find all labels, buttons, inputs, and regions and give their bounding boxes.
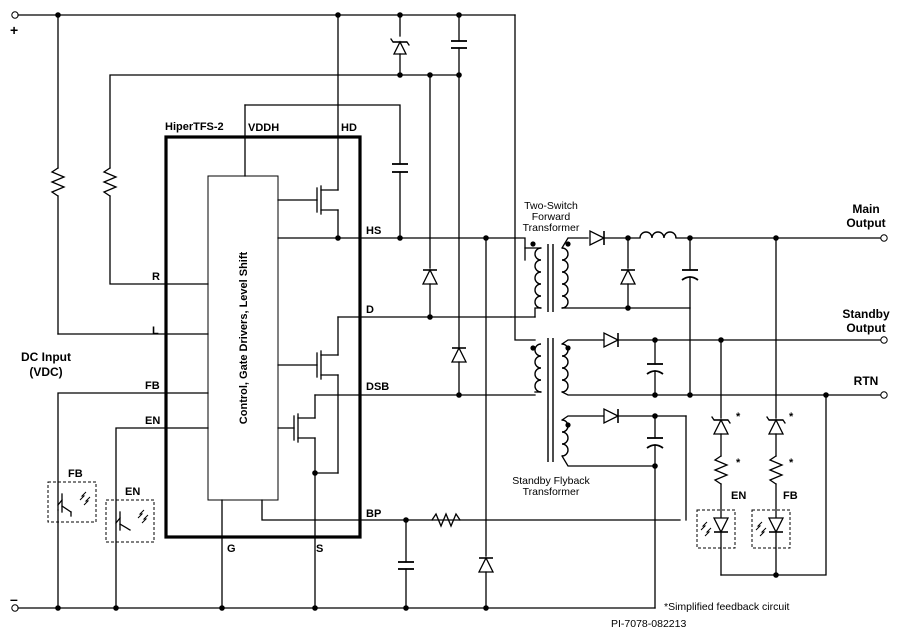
feedback-return [720, 394, 827, 576]
main-output-terminal[interactable] [880, 234, 888, 242]
fwd-xfmr-label-2: Forward [532, 211, 571, 223]
fb-opto-transistor [47, 392, 209, 609]
standby-rectifier-diode [561, 331, 881, 349]
standby-mosfet [277, 394, 339, 609]
main-rectifier-diode [561, 229, 641, 249]
en-opto-label: EN [125, 486, 140, 498]
pin-fb: FB [145, 380, 160, 392]
control-block-label: Control, Gate Drivers, Level Shift [238, 251, 250, 424]
fb-secondary-label: FB [783, 490, 798, 502]
pin-dsb: DSB [366, 381, 389, 393]
pin-s: S [316, 543, 323, 555]
fwd-xfmr-label-3: Transformer [523, 222, 580, 234]
dc-input-label: DC Input [21, 350, 71, 364]
main-output-sublabel: Output [846, 216, 885, 230]
bias-capacitor [561, 415, 664, 609]
input-plus-label: + [10, 22, 18, 38]
control-block [207, 175, 279, 501]
en-opto-led [696, 509, 736, 576]
junction-dots [55, 12, 829, 611]
vddh-capacitor [244, 104, 408, 239]
dc-input-sublabel: (VDC) [29, 365, 62, 379]
pin-r: R [152, 271, 160, 283]
pin-bp: BP [366, 508, 381, 520]
low-side-mosfet [277, 316, 339, 474]
hipertfs2-ic [164, 135, 362, 539]
standby-output-capacitor [646, 339, 664, 396]
main-freewheel-diode [619, 237, 637, 309]
pin-hd: HD [341, 122, 357, 134]
standby-output-sublabel: Output [846, 321, 885, 335]
main-output-capacitor [681, 237, 699, 396]
en-zener-asterisk: * [736, 411, 741, 423]
hs-clamp-diode [421, 74, 439, 318]
footnote: *Simplified feedback circuit [664, 601, 790, 613]
fb-feedback-zener [766, 237, 786, 519]
bp-resistor [431, 512, 461, 528]
flyback-xfmr-label-2: Transformer [523, 486, 580, 498]
main-output-inductor [639, 231, 881, 239]
pin-d: D [366, 304, 374, 316]
standby-flyback-transformer [530, 338, 571, 462]
standby-output-label: Standby [842, 307, 890, 321]
high-side-mosfet [277, 14, 339, 239]
dsb-clamp-diode [450, 346, 468, 396]
rtn-terminal[interactable] [880, 391, 888, 399]
pin-hs: HS [366, 225, 381, 237]
bias-rectifier-diode [561, 407, 687, 521]
fb-resistor-asterisk: * [789, 457, 794, 469]
l-pin-resistor [50, 14, 209, 335]
pin-vddh: VDDH [248, 122, 279, 134]
en-secondary-label: EN [731, 490, 746, 502]
en-opto-transistor [105, 427, 209, 609]
main-output-label: Main [852, 202, 879, 216]
rtn-label: RTN [854, 374, 879, 388]
pin-l: L [152, 325, 159, 337]
input-minus-label: – [10, 591, 18, 607]
fb-opto-led [751, 509, 791, 576]
forward-transformer [524, 241, 571, 318]
part-number: PI-7078-082213 [611, 618, 686, 630]
flyback-primary-top [514, 14, 536, 341]
fwd-primary-top [399, 237, 526, 261]
standby-output-terminal[interactable] [880, 336, 888, 344]
pin-en: EN [145, 415, 160, 427]
en-resistor-asterisk: * [736, 457, 741, 469]
fb-opto-label: FB [68, 468, 83, 480]
bp-capacitor [398, 519, 414, 609]
r-pin-resistor [102, 74, 401, 285]
clamp-capacitor [451, 14, 467, 349]
en-feedback-zener [711, 339, 731, 519]
fwd-xfmr-label-1: Two-Switch [524, 200, 578, 212]
fb-zener-asterisk: * [789, 411, 794, 423]
hs-ground-diode [477, 237, 495, 609]
flyback-xfmr-label-1: Standby Flyback [512, 475, 590, 487]
clamp-zener-diode [390, 14, 410, 76]
ic-title: HiperTFS-2 [165, 121, 224, 133]
pin-g: G [227, 543, 236, 555]
bp-trace [261, 499, 681, 521]
